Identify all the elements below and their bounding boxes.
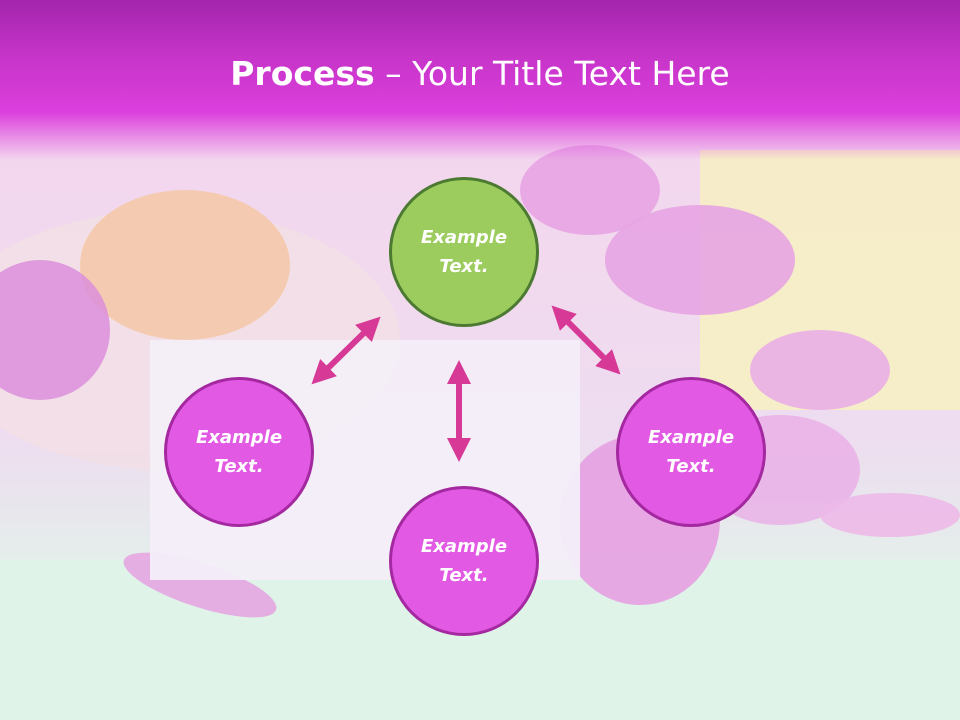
node-right-line1: Example	[647, 427, 735, 448]
node-top-line1: Example	[420, 227, 508, 248]
arrow-top-right	[551, 305, 621, 375]
node-right[interactable]: Example Text.	[616, 377, 766, 527]
node-left-line2: Text.	[214, 456, 264, 477]
slide-title[interactable]: Process – Your Title Text Here	[0, 52, 960, 96]
node-left[interactable]: Example Text.	[164, 377, 314, 527]
title-rest: – Your Title Text Here	[374, 54, 730, 93]
node-bottom-line1: Example	[420, 536, 508, 557]
node-left-line1: Example	[195, 427, 283, 448]
node-right-line2: Text.	[666, 456, 716, 477]
title-bar	[0, 0, 960, 160]
node-bottom[interactable]: Example Text.	[389, 486, 539, 636]
arrow-top-left	[311, 316, 381, 385]
node-top-line2: Text.	[439, 256, 489, 277]
title-bold: Process	[230, 54, 375, 93]
node-bottom-line2: Text.	[439, 565, 489, 586]
node-top[interactable]: Example Text.	[389, 177, 539, 327]
